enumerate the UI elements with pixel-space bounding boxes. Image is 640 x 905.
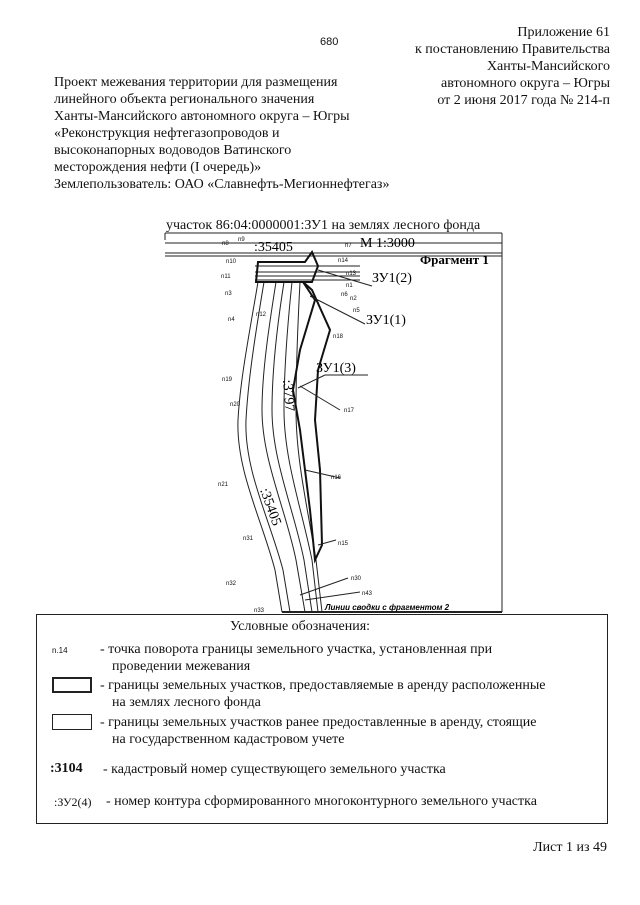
point-label: n16 (331, 475, 342, 481)
contour-label: ЗУ1(3) (316, 361, 356, 376)
point-label: n7 (345, 243, 352, 249)
project-line: высоконапорных водоводов Ватинского (54, 143, 292, 158)
appendix-line: Ханты-Мансийского (486, 59, 610, 74)
legend-item-text: на государственном кадастровом учете (112, 732, 345, 747)
point-label: n4 (228, 317, 235, 323)
point-label: n30 (351, 576, 362, 582)
point-label: n31 (243, 536, 254, 542)
point-label: n11 (221, 274, 231, 280)
page-number: 680 (320, 36, 339, 48)
point-label: n14 (338, 258, 349, 264)
legend-item-text: - границы земельных участков ранее предо… (100, 715, 537, 730)
contour-label: ЗУ1(2) (372, 271, 412, 286)
project-line: «Реконструкция нефтегазопроводов и (54, 126, 280, 141)
project-line: линейного объекта регионального значения (54, 92, 315, 107)
point-label: n21 (218, 482, 229, 488)
appendix-line: автономного округа – Югры (441, 76, 610, 91)
legend-item-text: на землях лесного фонда (112, 695, 261, 710)
leader-lines (282, 269, 502, 613)
point-label: n3 (225, 291, 232, 297)
legend-item-text: - кадастровый номер существующего земель… (103, 762, 446, 777)
project-line: Ханты-Мансийского автономного округа – Ю… (54, 109, 350, 124)
appendix-block: Приложение 61 к постановлению Правительс… (370, 24, 610, 109)
sheet-number: Лист 1 из 49 (533, 840, 607, 855)
point-label: n10 (226, 259, 237, 265)
point-label: n33 (254, 608, 265, 614)
point-label: n13 (346, 271, 357, 277)
point-label: n32 (226, 581, 237, 587)
legend-swatch-existing-lease (52, 714, 92, 730)
map-title: участок 86:04:0000001:ЗУ1 на землях лесн… (166, 218, 481, 233)
project-line: Землепользователь: ОАО «Славнефть-Мегион… (54, 177, 390, 192)
pipeline-corridor (237, 281, 323, 613)
map-scale: М 1:3000 (360, 236, 415, 251)
road-lines (165, 242, 502, 281)
point-label: n6 (341, 292, 348, 298)
point-label: n43 (362, 591, 373, 597)
contour-zu1-3 (291, 281, 332, 564)
project-line: Проект межевания территории для размещен… (54, 75, 338, 90)
point-label: n20 (230, 402, 241, 408)
point-label: n15 (338, 541, 349, 547)
legend-point-symbol: n.14 (52, 646, 68, 655)
point-label: n18 (333, 334, 344, 340)
appendix-line: к постановлению Правительства (414, 42, 610, 57)
appendix-line: Приложение 61 (517, 25, 610, 40)
point-label: n8 (222, 241, 229, 247)
legend-item-text: проведении межевания (112, 659, 251, 674)
cadastral-label: :3797 (279, 379, 297, 412)
legend-swatch-new-lease (52, 677, 92, 693)
appendix-line: от 2 июня 2017 года № 214-п (437, 93, 610, 108)
cadastral-label: :35405 (254, 240, 293, 255)
project-description: Проект межевания территории для размещен… (54, 74, 424, 193)
tie-line-label: Линии сводки с фрагментом 2 (324, 603, 450, 612)
point-label: n17 (344, 408, 355, 414)
point-label: n9 (238, 237, 245, 243)
legend-contour-symbol: :ЗУ2(4) (54, 795, 92, 809)
legend-title: Условные обозначения: (230, 619, 371, 634)
legend-box (36, 614, 608, 824)
point-label: n19 (222, 377, 233, 383)
legend-cadastral-symbol: :3104 (50, 761, 83, 776)
contour-zu1-2 (254, 249, 320, 283)
legend-item-text: - точка поворота границы земельного учас… (100, 642, 493, 657)
cadastral-label: :35405 (256, 486, 283, 528)
contour-label: ЗУ1(1) (366, 313, 406, 328)
point-label: n5 (353, 308, 360, 314)
fragment-label: Фрагмент 1 (420, 252, 489, 267)
project-line: месторождения нефти (I очередь)» (54, 160, 262, 175)
point-label: n12 (256, 312, 267, 318)
point-label: n1 (346, 283, 353, 289)
legend-item-text: - границы земельных участков, предоставл… (100, 678, 546, 693)
map-frame (164, 232, 503, 612)
legend-item-text: - номер контура сформированного многокон… (106, 794, 537, 809)
point-label: n2 (350, 296, 357, 302)
